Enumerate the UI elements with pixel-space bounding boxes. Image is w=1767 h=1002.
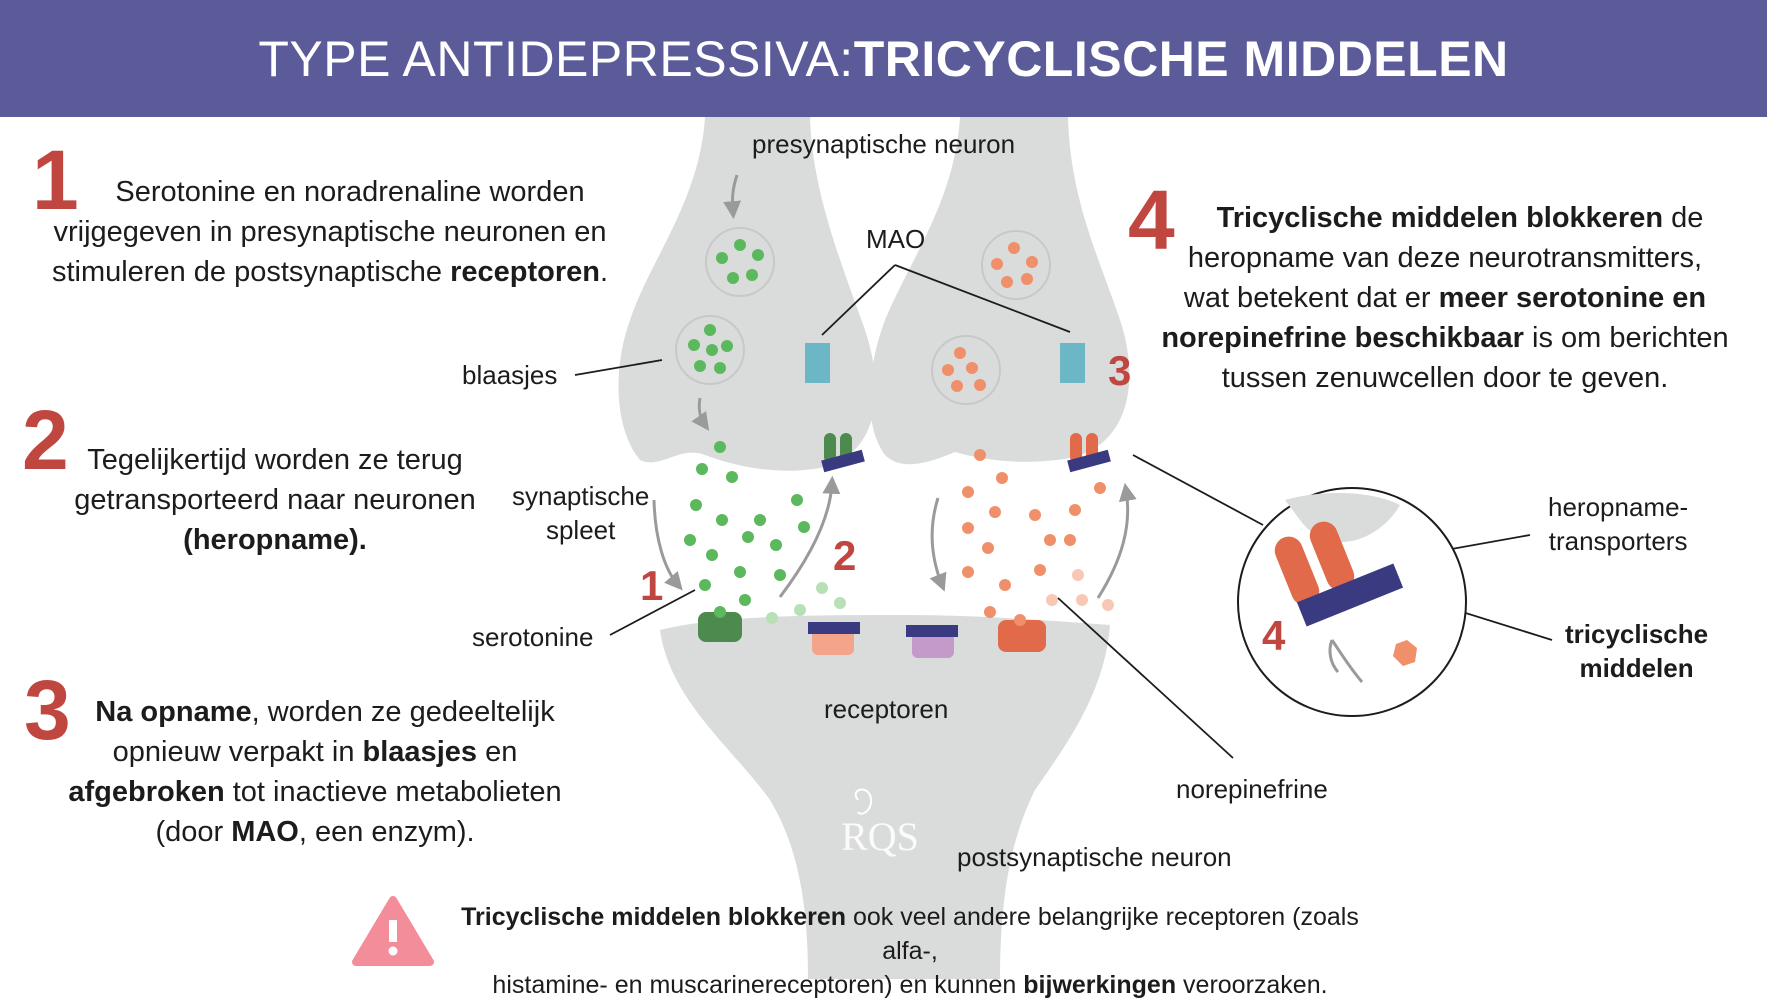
footer-warning-text: Tricyclische middelen blokkeren ook veel… bbox=[430, 900, 1390, 1002]
mao-enzyme-right bbox=[1060, 343, 1085, 383]
diagram-number-4: 4 bbox=[1262, 612, 1286, 659]
step-1-line-2: vrijgegeven in presynaptische neuronen e… bbox=[53, 216, 607, 248]
receptor-purple bbox=[906, 625, 958, 658]
label-mao: MAO bbox=[866, 224, 926, 254]
footer-line-1: Tricyclische middelen blokkeren ook veel… bbox=[461, 903, 1359, 965]
presynaptic-neuron-right bbox=[869, 117, 1130, 465]
vesicle-right-bottom bbox=[931, 335, 1001, 405]
step-4-line-1: Tricyclische middelen blokkeren de bbox=[1216, 202, 1704, 234]
reuptake-transporter-right bbox=[1067, 433, 1111, 473]
receptor-green bbox=[698, 612, 742, 642]
step-4-line-4: norepinefrine beschikbaar is om berichte… bbox=[1161, 322, 1729, 354]
zoom-inset bbox=[1237, 487, 1467, 717]
page-header: TYPE ANTIDEPRESSIVA: TRICYCLISCHE MIDDEL… bbox=[0, 0, 1767, 117]
step-3-line-1: Na opname, worden ze gedeeltelijk bbox=[95, 696, 555, 728]
diagram-number-3: 3 bbox=[1108, 347, 1131, 394]
rqs-logo bbox=[854, 788, 873, 815]
step-4-number: 4 bbox=[1128, 173, 1175, 267]
mao-enzyme-left bbox=[805, 343, 830, 383]
label-vesicles: blaasjes bbox=[462, 360, 558, 390]
flow-arrows bbox=[652, 174, 1137, 599]
label-norepinephrine: norepinefrine bbox=[1176, 774, 1328, 804]
footer-line-2: histamine- en muscarinereceptoren) en ku… bbox=[492, 971, 1328, 999]
postsynaptic-neuron bbox=[660, 615, 1110, 979]
step-4-line-2: heropname van deze neurotransmitters, bbox=[1187, 242, 1703, 274]
step-2-line-1: Tegelijkertijd worden ze terug bbox=[87, 444, 463, 476]
reuptake-transporter-left bbox=[821, 433, 865, 473]
step-1-text: Serotonine en noradrenaline worden vrijg… bbox=[40, 172, 620, 292]
label-transporters: heropname-transporters bbox=[1548, 492, 1689, 556]
step-2-text: Tegelijkertijd worden ze terug getranspo… bbox=[60, 440, 490, 560]
title-bold: TRICYCLISCHE MIDDELEN bbox=[853, 30, 1509, 87]
step-3-line-4: (door MAO, een enzym). bbox=[155, 816, 475, 848]
step-3-line-2: opnieuw verpakt in blaasjes en bbox=[112, 736, 518, 768]
step-4-line-3: wat betekent dat er meer serotonine en bbox=[1183, 282, 1707, 314]
step-2-number: 2 bbox=[22, 393, 69, 487]
step-4-text: Tricyclische middelen blokkeren de herop… bbox=[1160, 198, 1730, 398]
receptor-peach bbox=[808, 622, 860, 655]
serotonin-molecules bbox=[684, 441, 846, 624]
title-regular: TYPE ANTIDEPRESSIVA: bbox=[258, 30, 854, 87]
diagram-number-2: 2 bbox=[833, 532, 856, 579]
step-1-number: 1 bbox=[32, 133, 79, 227]
step-3-number: 3 bbox=[24, 663, 71, 757]
step-1-line-1: Serotonine en noradrenaline worden bbox=[115, 176, 585, 208]
step-2-line-3: (heropname). bbox=[183, 524, 367, 556]
vesicle-left-bottom bbox=[675, 315, 745, 385]
step-4-line-5: tussen zenuwcellen door te geven. bbox=[1221, 362, 1669, 394]
presynaptic-neuron-left bbox=[618, 117, 876, 471]
warning-icon bbox=[352, 896, 434, 966]
label-receptors: receptoren bbox=[824, 694, 949, 724]
step-2-line-2: getransporteerd naar neuronen bbox=[74, 484, 476, 516]
label-postsynaptic: postsynaptische neuron bbox=[957, 842, 1232, 872]
vesicle-right-top bbox=[981, 230, 1051, 300]
step-3-text-block: Na opname, worden ze gedeeltelijk opnieu… bbox=[55, 692, 575, 852]
synapse-diagram: RQS 1 2 3 4 bbox=[352, 117, 1553, 979]
logo-text: RQS bbox=[841, 814, 919, 859]
label-serotonin: serotonine bbox=[472, 622, 594, 652]
vesicle-left-top bbox=[705, 227, 775, 297]
step-1-line-3: stimuleren de postsynaptische receptoren… bbox=[51, 256, 609, 288]
receptor-red bbox=[998, 620, 1046, 652]
step-3-line-3: afgebroken tot inactieve metabolieten bbox=[68, 776, 562, 808]
diagram-number-1: 1 bbox=[640, 562, 663, 609]
norepinephrine-molecules bbox=[962, 449, 1114, 626]
label-presynaptic: presynaptische neuron bbox=[752, 129, 1016, 159]
